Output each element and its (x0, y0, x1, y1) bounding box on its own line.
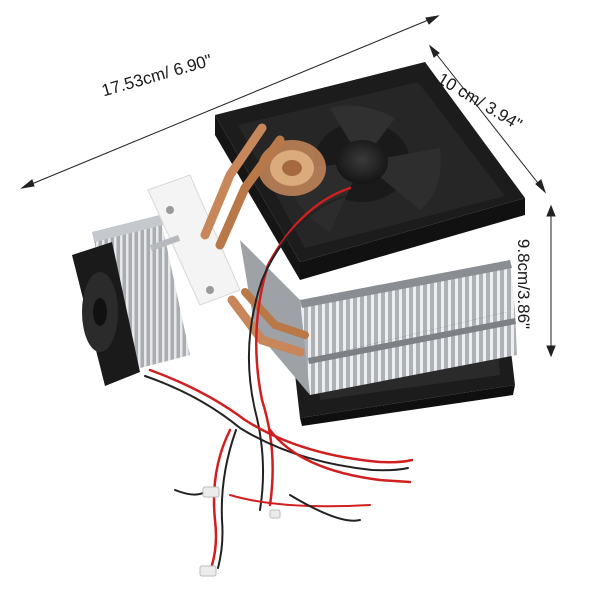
main-heatsink (240, 240, 517, 395)
dimension-line-height (546, 204, 556, 358)
wires (144, 186, 414, 569)
small-fan (72, 242, 140, 386)
dimension-line-width (428, 44, 547, 194)
top-fan (215, 62, 525, 280)
insulation-plate (147, 174, 241, 306)
dimension-height-label: 9.8cm/3.86" (514, 238, 534, 330)
dimension-line-length (20, 15, 440, 189)
wire-connectors (199, 486, 281, 577)
